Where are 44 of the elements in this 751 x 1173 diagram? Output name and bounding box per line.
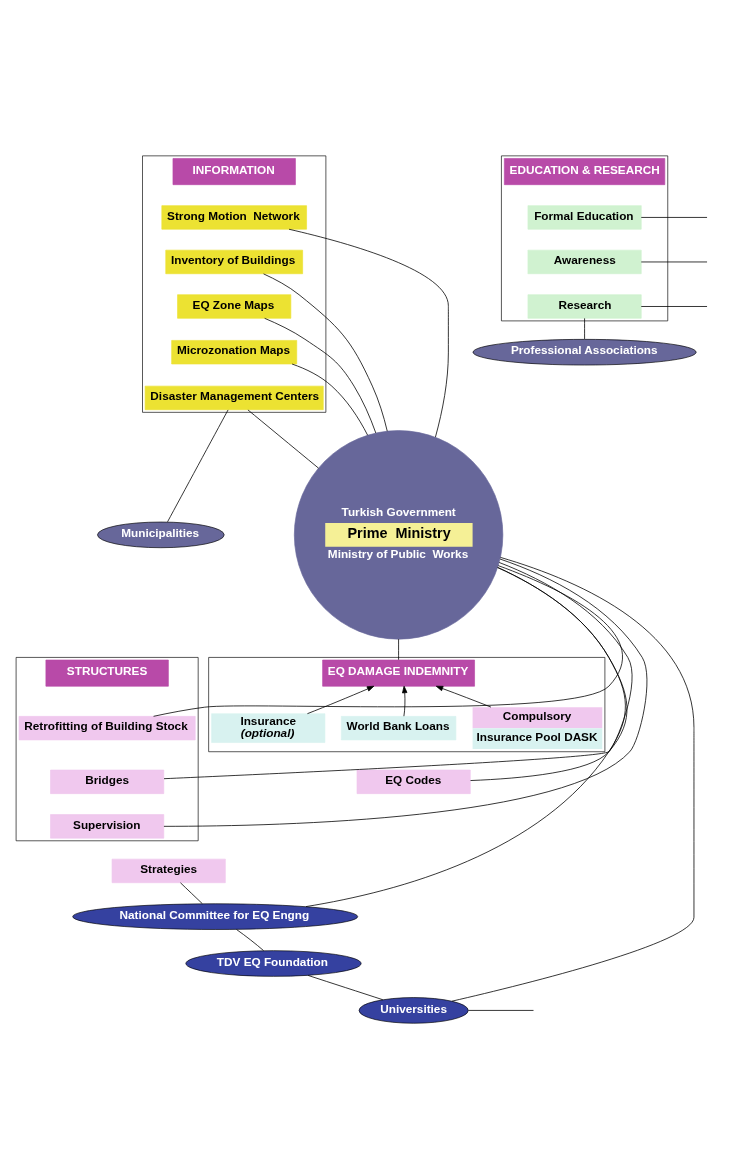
node-ellipse: National Committee for EQ Engng xyxy=(72,902,359,930)
node-box: Formal Education xyxy=(527,204,642,230)
arrow xyxy=(402,685,408,717)
connector xyxy=(291,363,369,436)
connector xyxy=(640,261,708,262)
connector xyxy=(640,216,708,218)
connector xyxy=(153,564,623,717)
connector xyxy=(468,1009,534,1011)
node-ellipse: TDV EQ Foundation xyxy=(185,949,362,977)
node-box: Research xyxy=(527,293,642,319)
node-box: Strong Motion Network xyxy=(161,204,307,230)
node-box: Retrofitting of Building Stock xyxy=(18,715,196,740)
connector xyxy=(451,556,695,1002)
node-ellipse: Universities xyxy=(358,996,469,1024)
node-box: Disaster Management Centers xyxy=(144,385,324,410)
connector xyxy=(307,974,384,1000)
connector xyxy=(167,409,229,522)
node-ellipse: Municipalities xyxy=(97,521,225,548)
node-circle: Turkish Government Prime Ministry Ministry of Public Works xyxy=(294,429,504,639)
node-ellipse: Professional Associations xyxy=(472,338,697,365)
connector xyxy=(180,881,203,904)
arrow xyxy=(435,685,492,707)
connector xyxy=(163,558,648,827)
node-box: Insurance (optional) xyxy=(211,712,326,743)
connector xyxy=(288,228,449,438)
connector xyxy=(236,928,264,951)
connector xyxy=(584,317,585,339)
node-box: EQ Zone Maps xyxy=(177,293,292,319)
node-box: Microzonation Maps xyxy=(171,339,298,364)
connector xyxy=(263,272,388,432)
node-box: EQ Codes xyxy=(356,769,471,794)
connector xyxy=(264,317,377,433)
node-box: Inventory of Buildings xyxy=(165,249,303,274)
connector xyxy=(305,566,626,907)
node-box: Bridges xyxy=(50,769,165,794)
arrow xyxy=(307,685,375,714)
connector xyxy=(398,638,399,660)
connector xyxy=(163,561,633,779)
node-box: Supervision xyxy=(50,813,165,838)
connector xyxy=(247,409,319,469)
node-box: Strategies xyxy=(111,858,226,883)
node-box: Awareness xyxy=(527,249,642,274)
connector xyxy=(640,305,708,307)
node-box: World Bank Loans xyxy=(340,715,457,740)
